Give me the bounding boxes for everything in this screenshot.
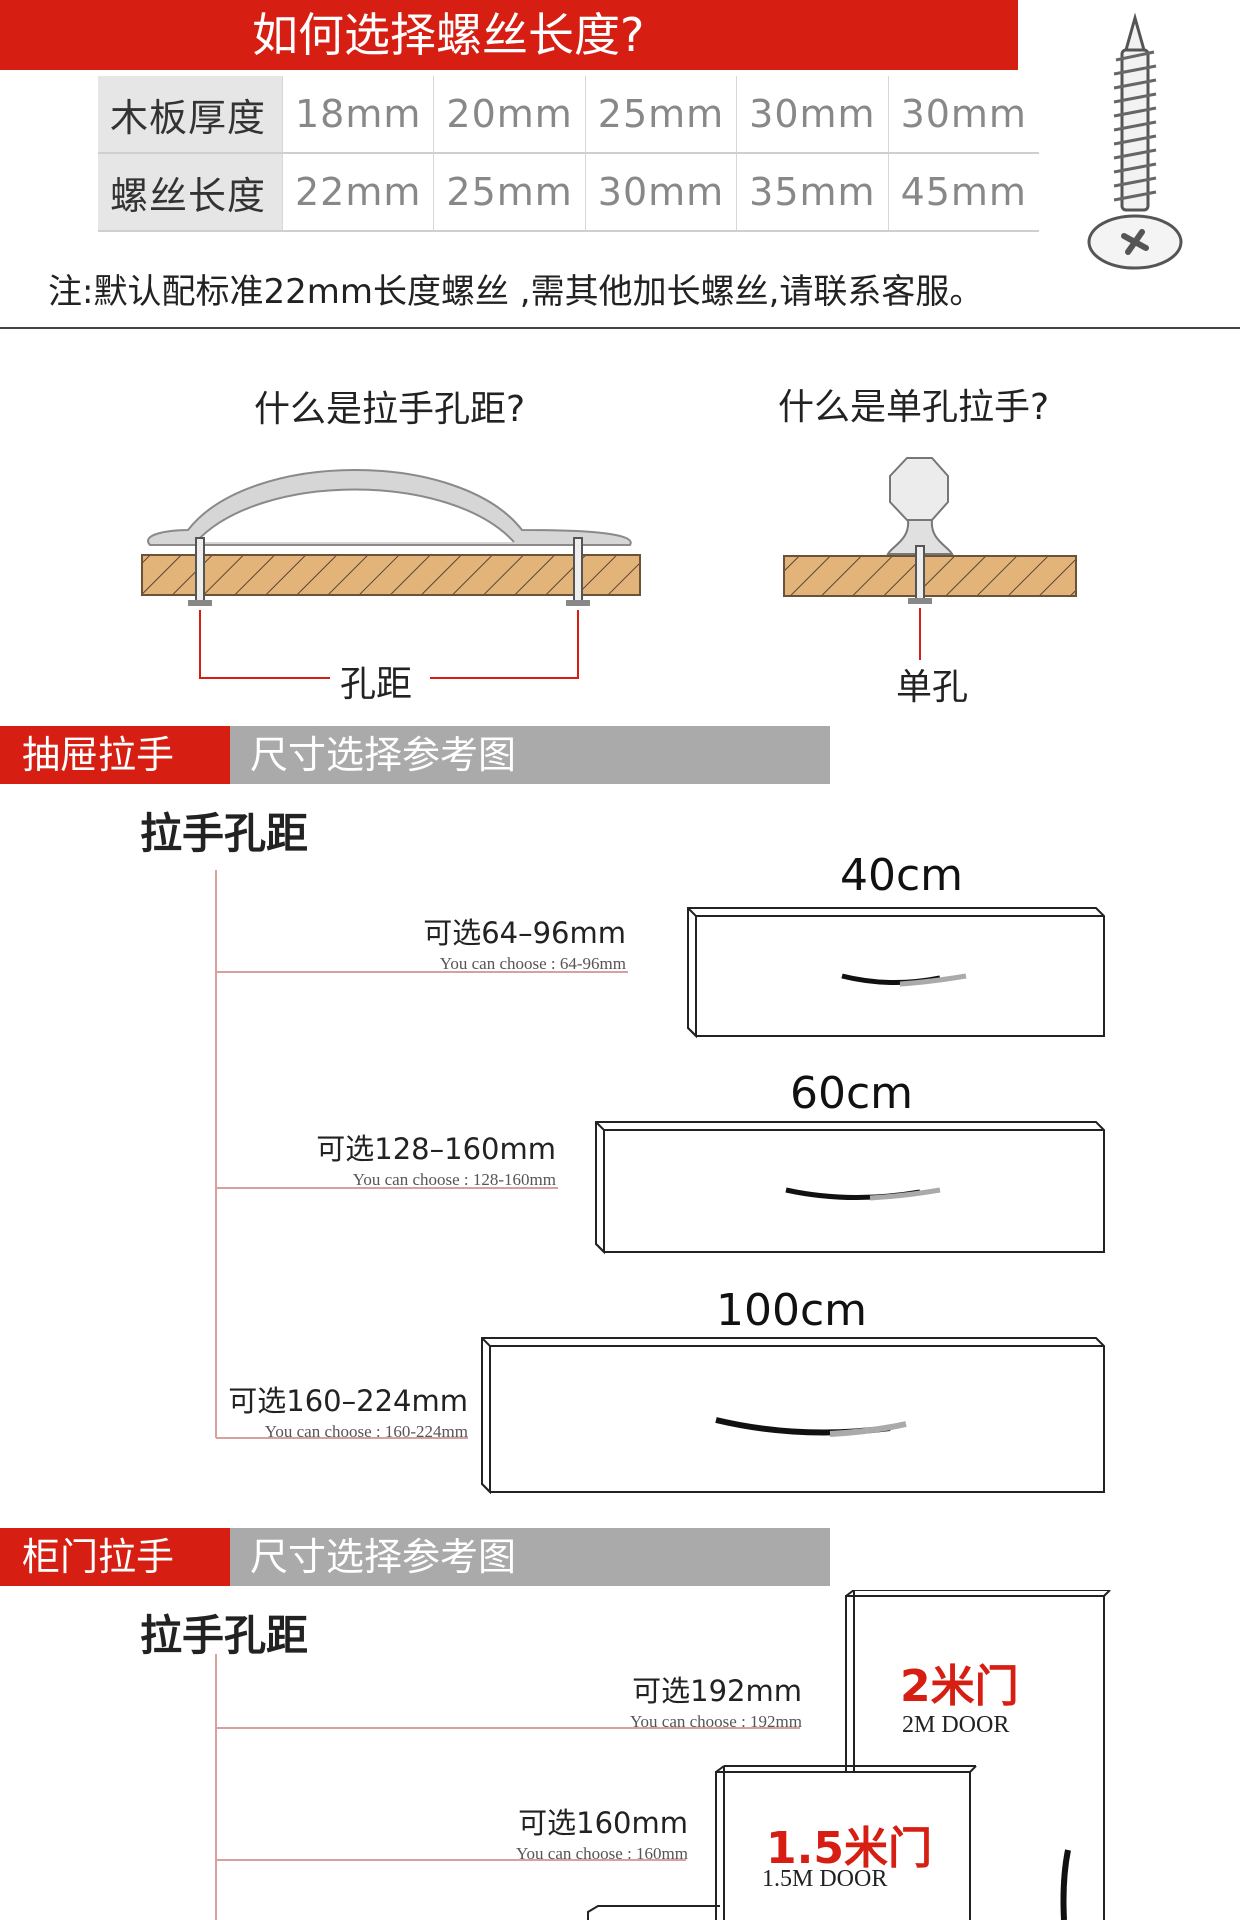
option-en: You can choose : 160-224mm	[264, 1422, 468, 1441]
row-header: 螺丝长度	[98, 153, 283, 232]
door-size-label: 1.5米门	[766, 1823, 932, 1874]
drawer-section-subtitle: 尺寸选择参考图	[230, 726, 830, 784]
table-cell: 22mm	[282, 153, 435, 232]
drawer-width-label: 60cm	[790, 1068, 914, 1119]
option-cn: 可选64–96mm	[423, 916, 626, 950]
table-cell: 25mm	[433, 153, 586, 232]
table-cell: 30mm	[888, 76, 1039, 154]
door-section-heading: 拉手孔距	[140, 1611, 309, 1660]
single-hole-question: 什么是单孔拉手?	[778, 387, 1050, 428]
door-size-diagram	[215, 1590, 1111, 1920]
screw-icon	[1087, 12, 1183, 270]
door-section-tag: 柜门拉手	[0, 1528, 230, 1586]
door-size-label: 2米门	[900, 1661, 1019, 1712]
screw-length-table: 木板厚度 18mm 20mm 25mm 30mm 30mm 螺丝长度 22mm …	[98, 76, 1039, 232]
drawer-option: 可选160–224mm You can choose : 160-224mm	[228, 1378, 468, 1442]
table-cell: 35mm	[736, 153, 889, 232]
door-size-en: 1.5M DOOR	[762, 1866, 888, 1892]
table-row: 木板厚度 18mm 20mm 25mm 30mm 30mm	[98, 76, 1039, 154]
door-section-subtitle: 尺寸选择参考图	[230, 1528, 830, 1586]
table-cell: 45mm	[888, 153, 1039, 232]
option-cn: 可选160mm	[518, 1806, 688, 1840]
table-cell: 30mm	[736, 76, 889, 154]
row-header: 木板厚度	[98, 76, 283, 154]
divider	[0, 327, 1240, 329]
table-cell: 25mm	[585, 76, 738, 154]
option-en: You can choose : 64-96mm	[439, 954, 626, 973]
hole-distance-label: 孔距	[340, 664, 413, 705]
drawer-width-label: 100cm	[716, 1285, 868, 1336]
hole-distance-question: 什么是拉手孔距?	[254, 389, 526, 430]
option-en: You can choose : 192mm	[629, 1712, 802, 1731]
door-size-en: 2M DOOR	[902, 1712, 1010, 1738]
option-en: You can choose : 160mm	[515, 1844, 688, 1863]
page-title: 如何选择螺丝长度?	[0, 0, 1018, 70]
table-cell: 30mm	[585, 153, 738, 232]
drawer-option: 可选64–96mm You can choose : 64-96mm	[423, 910, 626, 974]
door-option: 可选192mm You can choose : 192mm	[630, 1668, 802, 1732]
table-cell: 20mm	[433, 76, 586, 154]
screw-note: 注:默认配标准22mm长度螺丝 ,需其他加长螺丝,请联系客服。	[48, 272, 984, 312]
drawer-width-label: 40cm	[840, 850, 964, 901]
table-row: 螺丝长度 22mm 25mm 30mm 35mm 45mm	[98, 153, 1039, 232]
single-hole-diagram	[783, 457, 1077, 660]
single-hole-label: 单孔	[896, 667, 969, 708]
option-cn: 可选128–160mm	[316, 1132, 556, 1166]
table-cell: 18mm	[282, 76, 435, 154]
drawer-option: 可选128–160mm You can choose : 128-160mm	[316, 1126, 556, 1190]
drawer-section-tag: 抽屉拉手	[0, 726, 230, 784]
option-en: You can choose : 128-160mm	[352, 1170, 556, 1189]
drawer-section-heading: 拉手孔距	[140, 809, 309, 858]
hole-distance-diagram	[141, 469, 641, 679]
option-cn: 可选192mm	[632, 1674, 802, 1708]
drawer-size-diagram	[215, 870, 1105, 1495]
option-cn: 可选160–224mm	[228, 1384, 468, 1418]
door-option: 可选160mm You can choose : 160mm	[516, 1800, 688, 1864]
